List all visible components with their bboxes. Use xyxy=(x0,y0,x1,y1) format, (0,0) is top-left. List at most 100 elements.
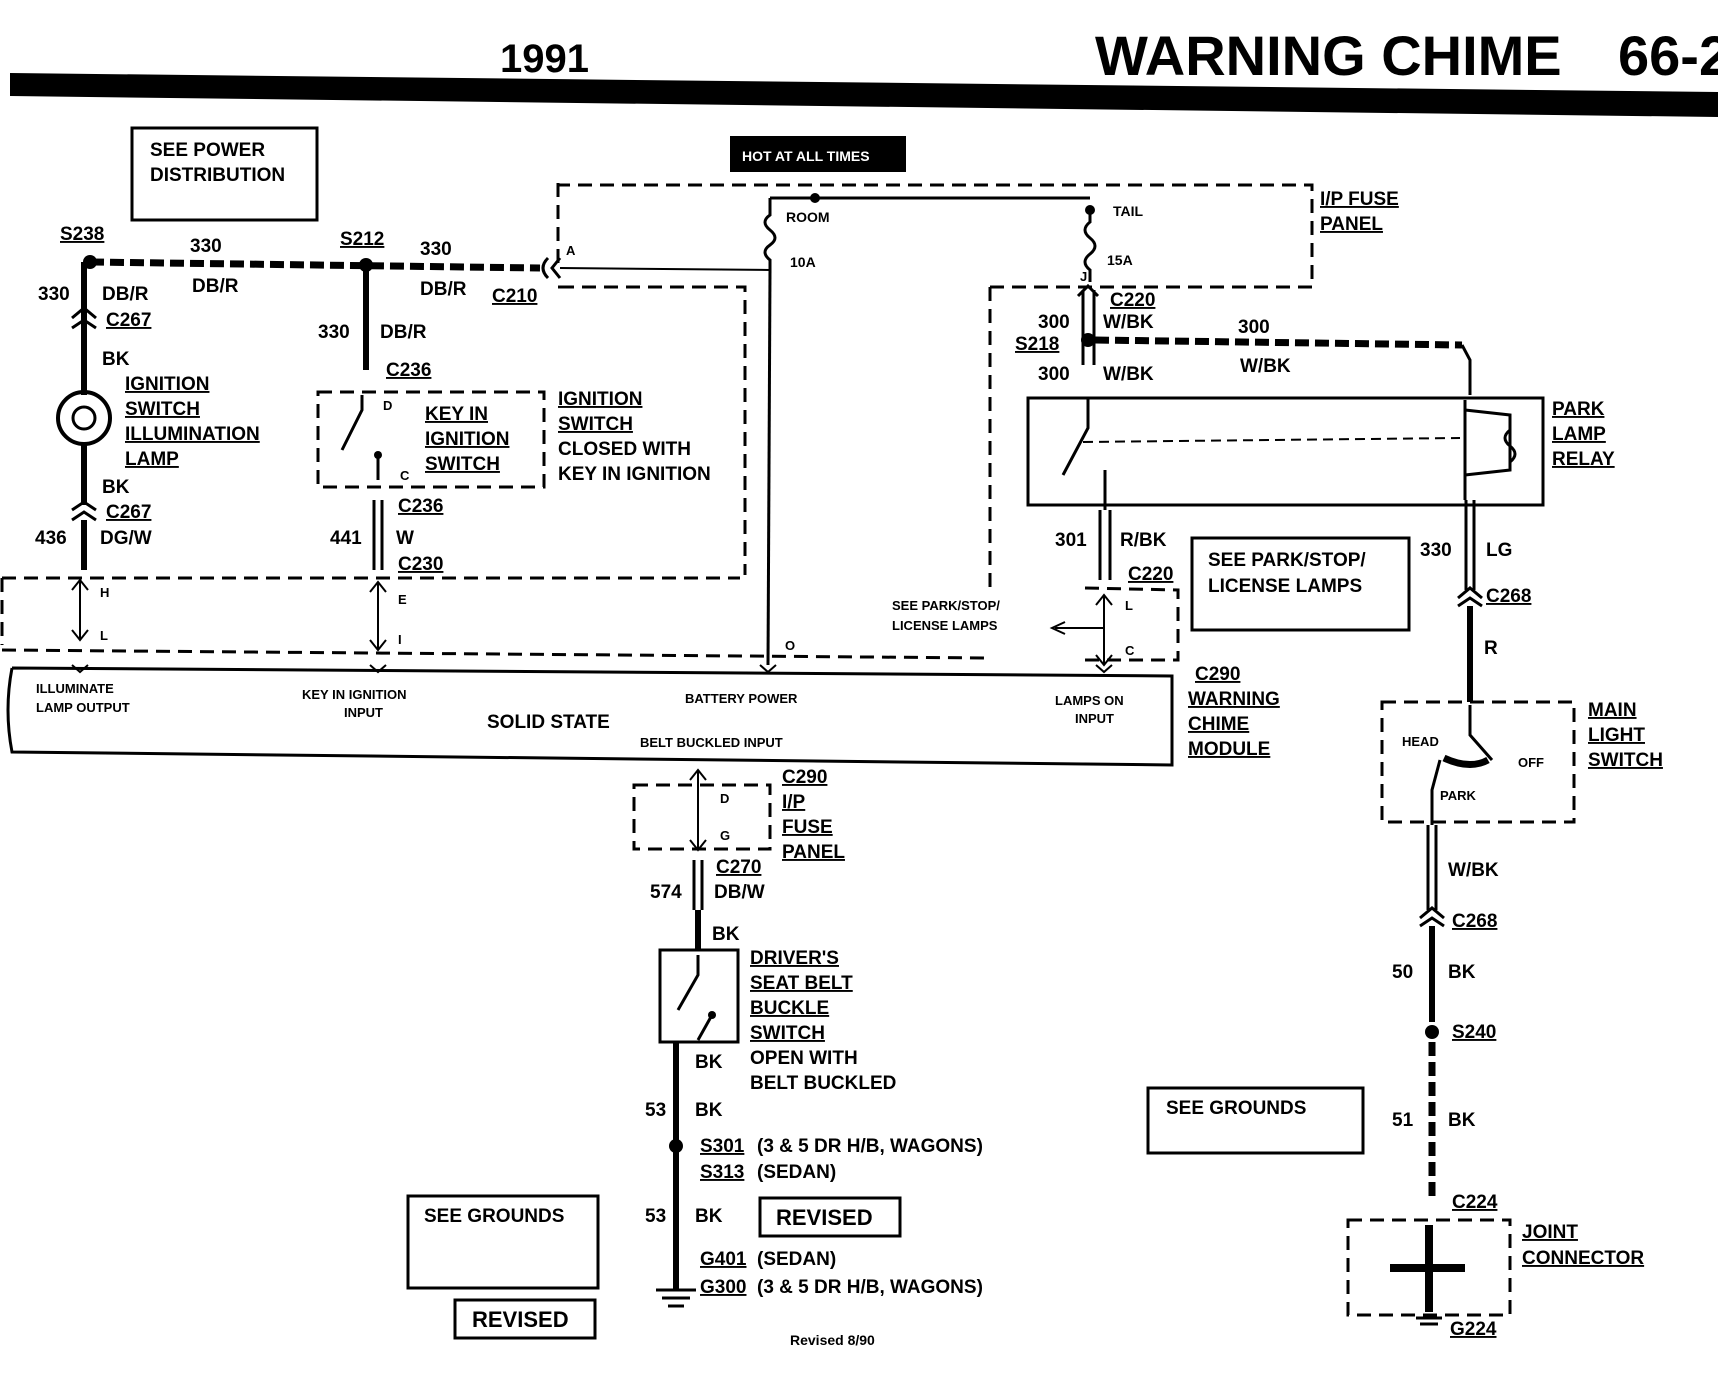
joint-ground xyxy=(1416,1316,1442,1326)
bk-a: BK xyxy=(102,349,130,370)
seat-belt-l5: OPEN WITH xyxy=(750,1048,858,1069)
module-in-2b: INPUT xyxy=(344,705,383,720)
key-switch-dot xyxy=(374,451,382,459)
hot-badge xyxy=(730,136,906,172)
fuse-panel-label2: PANEL xyxy=(1320,214,1383,235)
key-switch-l2: IGNITION xyxy=(425,429,509,450)
see-grounds-2: SEE GROUNDS xyxy=(1166,1098,1306,1119)
fuse-panel-outline xyxy=(555,183,1314,590)
park-relay-l2: LAMP xyxy=(1552,424,1606,445)
park-relay-box xyxy=(1026,396,1545,507)
header-rule xyxy=(10,73,1718,117)
c220-top: C220 xyxy=(1110,290,1155,311)
main-pos-park: PARK xyxy=(1440,788,1476,803)
belt-pin-arrows xyxy=(689,768,707,852)
c267-bot: C267 xyxy=(106,502,151,523)
s301-dot xyxy=(669,1139,683,1153)
fuse-panel-label1: I/P FUSE xyxy=(1320,189,1399,210)
header-title: WARNING CHIME xyxy=(1095,24,1562,87)
joint-l1: JOINT xyxy=(1522,1222,1578,1243)
wbk-a: W/BK xyxy=(1103,312,1154,333)
pin-c-key: C xyxy=(400,468,410,483)
see-park-l2: LICENSE LAMPS xyxy=(1208,576,1362,597)
w53-a: 53 xyxy=(645,1100,666,1121)
seat-belt-box xyxy=(658,948,740,1044)
w53-b: 53 xyxy=(645,1206,666,1227)
w51: 51 xyxy=(1392,1110,1414,1131)
module-in-2a: KEY IN IGNITION xyxy=(302,687,407,702)
ign-lamp-circle xyxy=(56,390,112,446)
room-amp: 10A xyxy=(790,254,816,270)
main-light-l3: SWITCH xyxy=(1588,750,1663,771)
main-light-l1: MAIN xyxy=(1588,700,1637,721)
wbk-d: W/BK xyxy=(1448,860,1499,881)
revised-box-1 xyxy=(758,1196,902,1238)
g401-label: G401 xyxy=(700,1249,747,1270)
joint-cross xyxy=(1390,1225,1465,1312)
see-power-line2: DISTRIBUTION xyxy=(150,165,285,186)
main-pos-head: HEAD xyxy=(1402,734,1439,749)
pin-a: A xyxy=(566,243,576,258)
c236-bot: C236 xyxy=(398,496,443,517)
bk-g: BK xyxy=(1448,962,1476,983)
c268-bot-conn xyxy=(1419,906,1445,928)
s240-label: S240 xyxy=(1452,1022,1496,1043)
lamps-pin-arrows xyxy=(1095,593,1113,667)
ign-note-l4: KEY IN IGNITION xyxy=(558,464,711,485)
c290-fuse: C290 xyxy=(782,767,827,788)
module-in-5b: INPUT xyxy=(1075,711,1114,726)
tail-fuse xyxy=(1083,210,1097,282)
wbk-c: W/BK xyxy=(1103,364,1154,385)
ip-fuse-l3: PANEL xyxy=(782,842,845,863)
c210-label: C210 xyxy=(492,286,537,307)
module-in-1a: ILLUMINATE xyxy=(36,681,114,696)
ip-fuse-l1: I/P xyxy=(782,792,806,813)
bk-d: BK xyxy=(695,1052,723,1073)
relay-dash xyxy=(1082,437,1461,443)
w330-e: 330 xyxy=(1420,540,1452,561)
w441: 441 xyxy=(330,528,362,549)
main-light-box xyxy=(1380,700,1576,824)
s212-label: S212 xyxy=(340,229,384,250)
module-top-connectors xyxy=(71,664,1113,674)
harness-band xyxy=(0,576,1180,662)
ign-note-l3: CLOSED WITH xyxy=(558,439,691,460)
s301-label: S301 xyxy=(700,1136,745,1157)
c290-module: C290 xyxy=(1195,664,1240,685)
c220-conn xyxy=(1076,283,1100,298)
see-park-small-l2: LICENSE LAMPS xyxy=(892,618,998,633)
s313-note: (SEDAN) xyxy=(757,1162,836,1183)
module-in-3: BATTERY POWER xyxy=(685,691,798,706)
pin-l-lamps: L xyxy=(1125,598,1133,613)
joint-l2: CONNECTOR xyxy=(1522,1248,1644,1269)
dbr-a: DB/R xyxy=(192,276,239,297)
room-label: ROOM xyxy=(786,209,830,225)
dbw: DB/W xyxy=(714,882,765,903)
key-pin-arrows xyxy=(369,580,387,652)
bk-e: BK xyxy=(695,1100,723,1121)
seat-belt-dot xyxy=(708,1011,716,1019)
key-wire-bot xyxy=(372,500,384,570)
joint-box xyxy=(1346,1218,1512,1317)
pin-j: J xyxy=(1080,269,1087,284)
ign-lamp-l1: IGNITION xyxy=(125,374,209,395)
w300-b: 300 xyxy=(1238,317,1270,338)
c268-top: C268 xyxy=(1486,586,1531,607)
pin-l: L xyxy=(100,628,108,643)
key-switch-l1: KEY IN xyxy=(425,404,488,425)
pin-c-lamps: C xyxy=(1125,643,1135,658)
module-l1: WARNING xyxy=(1188,689,1280,710)
pin-d-belt: D xyxy=(720,791,729,806)
rbk-wire xyxy=(1098,510,1112,580)
seat-belt-l4: SWITCH xyxy=(750,1023,825,1044)
module-body-text: SOLID STATE xyxy=(487,712,610,733)
park-relay-l3: RELAY xyxy=(1552,449,1615,470)
ign-lamp-l2: SWITCH xyxy=(125,399,200,420)
relay-feed-right xyxy=(1460,344,1472,395)
revised-box-2 xyxy=(453,1298,597,1340)
ip-fuse-l2: FUSE xyxy=(782,817,833,838)
pin-o: O xyxy=(785,638,795,653)
module-in-5a: LAMPS ON xyxy=(1055,693,1124,708)
c268-bot: C268 xyxy=(1452,911,1497,932)
